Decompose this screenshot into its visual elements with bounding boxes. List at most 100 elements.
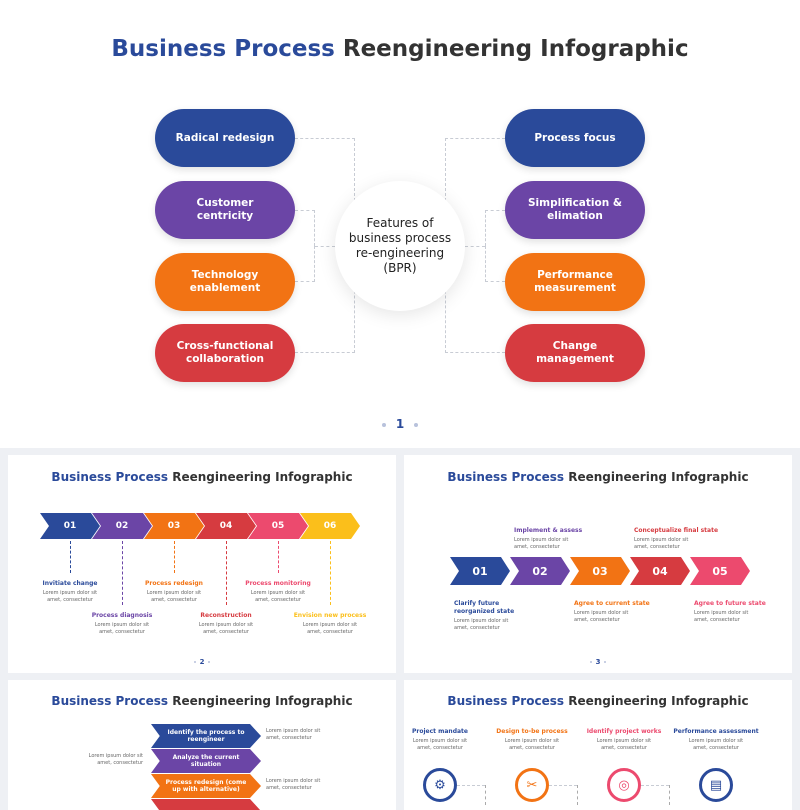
step-label: Performance assessment — [673, 728, 759, 735]
step-chevron: 05 — [690, 557, 750, 585]
feature-customer-centricity: Customer centricity — [155, 181, 295, 239]
feature-radical-redesign: Radical redesign — [155, 109, 295, 167]
step-label: Implement & assess — [514, 527, 583, 535]
step-description: Lorem ipsum dolor sit amet, consectetur — [694, 609, 749, 623]
title-highlight: Business Process — [447, 470, 565, 484]
step-identify: Identify the process to reengineer — [151, 724, 261, 748]
step-connector — [278, 541, 279, 573]
step-chevron: 06 — [300, 513, 360, 539]
step-chevron: 05 — [248, 513, 308, 539]
thumbnail-slide-3[interactable]: Business Process Reengineering Infograph… — [404, 455, 792, 673]
step-label: Conceptualize final state — [634, 527, 719, 535]
connector — [485, 246, 505, 282]
connector — [295, 246, 355, 353]
feature-performance-measurement: Performance measurement — [505, 253, 645, 311]
center-text: Features of business process re-engineer… — [348, 216, 452, 275]
clipboard-icon: ▤ — [699, 768, 733, 802]
step-connector — [330, 541, 331, 605]
title-rest: Reengineering Infographic — [172, 470, 353, 484]
slide3-pager: 3 — [404, 658, 792, 666]
tools-icon: ✂ — [515, 768, 549, 802]
step-description: Lorem ipsum dolor sit amet, consectetur — [88, 753, 143, 766]
step-connector — [549, 785, 577, 786]
title-rest: Reengineering Infographic — [172, 694, 353, 708]
step-connector — [577, 785, 578, 805]
connector — [315, 246, 335, 247]
connector — [295, 210, 315, 246]
center-circle: Features of business process re-engineer… — [335, 181, 465, 311]
page-number: 2 — [199, 658, 205, 666]
thumbnail-slide-2[interactable]: Business Process Reengineering Infograph… — [8, 455, 396, 673]
connector — [295, 138, 355, 246]
step-chevron: 04 — [630, 557, 690, 585]
connector — [465, 246, 485, 247]
step-description: Lorem ipsum dolor sit amet, consectetur — [266, 778, 321, 791]
step-label: Project mandate — [412, 728, 468, 735]
slide3-title: Business Process Reengineering Infograph… — [404, 470, 792, 484]
pager[interactable]: 1 — [0, 417, 800, 431]
feature-cross-functional: Cross-functional collaboration — [155, 324, 295, 382]
step-description: Lorem ipsum dolor sit amet, consectetur — [302, 621, 358, 635]
step-label: Reconstruction — [200, 612, 252, 619]
step-connector — [457, 785, 485, 786]
thumbnail-slide-5[interactable]: Business Process Reengineering Infograph… — [404, 680, 792, 810]
step-description: Lorem ipsum dolor sit amet, consectetur — [146, 589, 202, 603]
next-dot[interactable] — [414, 422, 419, 427]
page-number: 3 — [595, 658, 601, 666]
step-label: Process diagnosis — [91, 612, 153, 619]
step-chevron: 02 — [510, 557, 570, 585]
step-description: Lorem ipsum dolor sit amet, consectetur — [250, 589, 306, 603]
page-number: 1 — [395, 417, 405, 431]
main-slide: Business Process Reengineering Infograph… — [0, 0, 800, 448]
step-description: Lorem ipsum dolor sit amet, consectetur — [454, 617, 509, 631]
step-label: Process monitoring — [245, 580, 311, 587]
brain-gear-icon: ⚙ — [423, 768, 457, 802]
title-rest: Reengineering Infographic — [342, 36, 689, 62]
connector — [445, 246, 505, 353]
step-chevron: 02 — [92, 513, 152, 539]
step-chevron: 03 — [570, 557, 630, 585]
step-label: Agree to current state — [574, 600, 650, 607]
slide4-title: Business Process Reengineering Infograph… — [8, 694, 396, 708]
step-connector — [226, 541, 227, 605]
step-chevron: 04 — [196, 513, 256, 539]
step-description: Lorem ipsum dolor sit amet, consectetur — [266, 728, 321, 741]
step-label: Process redesign — [145, 580, 203, 587]
step-description: Lorem ipsum dolor sit amet, consectetur — [596, 737, 652, 751]
step-connector — [122, 541, 123, 605]
step-description: Lorem ipsum dolor sit amet, consectetur — [574, 609, 629, 623]
decoration — [604, 661, 607, 663]
step-analyze: Analyze the current situation — [151, 749, 261, 773]
step-description: Lorem ipsum dolor sit amet, consectetur — [94, 621, 150, 635]
step-connector — [641, 785, 669, 786]
feature-simplification: Simplification & elimation — [505, 181, 645, 239]
title-highlight: Business Process — [51, 470, 169, 484]
step-description: Lorem ipsum dolor sit amet, consectetur — [504, 737, 560, 751]
step-connector — [485, 785, 486, 805]
feature-change-management: Change management — [505, 324, 645, 382]
step-description: Lorem ipsum dolor sit amet, consectetur — [412, 737, 468, 751]
title-highlight: Business Process — [111, 36, 335, 62]
main-title: Business Process Reengineering Infograph… — [0, 36, 800, 62]
title-rest: Reengineering Infographic — [568, 470, 749, 484]
thumbnail-slide-4[interactable]: Business Process Reengineering Infograph… — [8, 680, 396, 810]
slide5-title: Business Process Reengineering Infograph… — [404, 694, 792, 708]
slide2-title: Business Process Reengineering Infograph… — [8, 470, 396, 484]
connector — [445, 138, 505, 246]
prev-dot[interactable] — [381, 422, 386, 427]
step-chevron: 03 — [144, 513, 204, 539]
feature-technology-enablement: Technology enablement — [155, 253, 295, 311]
decoration — [589, 661, 592, 663]
step-next — [151, 799, 261, 810]
